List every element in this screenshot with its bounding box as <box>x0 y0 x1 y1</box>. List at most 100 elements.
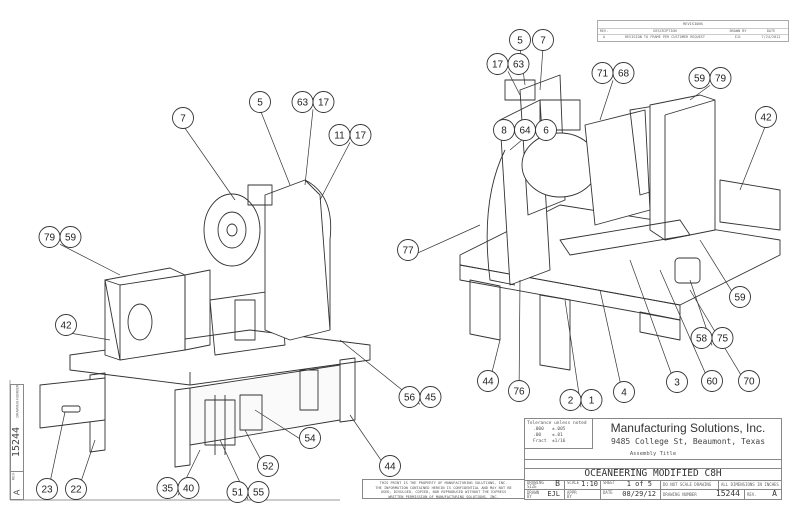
balloon-circle <box>379 455 401 477</box>
balloon-circle <box>612 62 635 84</box>
balloon-number: 58 <box>696 334 708 345</box>
balloon-circle <box>709 67 732 89</box>
drawing-size: B <box>555 479 560 488</box>
balloon-number: 59 <box>694 74 706 85</box>
revisions-header-rev: REV. <box>599 29 609 33</box>
revisions-title: REVISIONS <box>683 22 703 26</box>
balloon-circle <box>177 477 200 499</box>
balloon-number: 56 <box>404 393 416 404</box>
balloon-number: 51 <box>232 488 244 499</box>
balloon-circle <box>249 91 271 113</box>
balloon-callout: 54 <box>299 427 321 449</box>
balloon-number: 40 <box>183 484 195 495</box>
balloon-callout: 3 <box>666 371 688 393</box>
balloon-number: 77 <box>402 246 414 257</box>
leader-line <box>599 80 614 121</box>
revisions-table: REVISIONS REV. DESCRIPTION DRAWN BY DATE… <box>597 20 789 42</box>
balloon-callout: 51 55 <box>226 481 270 503</box>
balloon-callout: 60 <box>701 370 723 392</box>
balloon-number: 22 <box>70 485 82 496</box>
right-machine-view <box>459 74 781 371</box>
balloon-circle <box>299 427 321 449</box>
drawn-by: EJL <box>547 490 560 498</box>
tolerance-box: Tolerance unless noted .000 ±.005 .00 ±.… <box>525 419 593 449</box>
balloon-circle <box>247 481 270 503</box>
balloon-number: 11 <box>334 131 345 142</box>
balloon-circle <box>580 389 603 411</box>
balloon-circle <box>477 370 499 392</box>
balloon-circle <box>257 455 279 477</box>
balloon-callout: 22 <box>65 478 87 500</box>
balloon-number: 79 <box>715 74 727 85</box>
balloon-number: 63 <box>297 98 309 109</box>
balloon-circle <box>349 124 372 146</box>
balloon-callout: 59 <box>729 286 751 308</box>
balloon-number: 64 <box>519 126 531 137</box>
balloon-circle <box>507 53 530 75</box>
balloon-circle <box>55 314 77 336</box>
balloon-circle <box>729 286 751 308</box>
revisions-header-drawn-by: DRAWN BY <box>729 29 747 33</box>
balloon-circle <box>397 239 419 261</box>
left-machine-view <box>39 179 371 468</box>
balloon-number: 59 <box>734 293 746 304</box>
balloon-callout: 70 <box>738 370 760 392</box>
balloon-number: 75 <box>717 334 729 345</box>
balloon-callout: 42 <box>755 106 777 128</box>
balloon-callout: 52 <box>257 455 279 477</box>
balloon-circle <box>312 91 335 113</box>
balloon-number: 44 <box>482 377 494 388</box>
title-block: Tolerance unless noted .000 ±.005 .00 ±.… <box>524 418 782 500</box>
balloon-number: 17 <box>318 98 330 109</box>
balloon-callout: 77 <box>397 239 419 261</box>
leader-line <box>629 259 678 390</box>
side-revision: A <box>12 489 22 496</box>
balloon-callout: 44 <box>477 370 499 392</box>
balloon-number: 42 <box>760 113 772 124</box>
balloon-number: 44 <box>384 462 396 473</box>
assembly-title-label: Assembly Title <box>525 449 781 460</box>
drawing-date: 08/29/12 <box>622 490 656 498</box>
balloon-number: 2 <box>568 396 574 407</box>
balloon-circle <box>535 119 557 141</box>
balloon-callout: 63 17 <box>291 91 335 113</box>
balloon-callout: 8 64 6 <box>493 119 557 141</box>
balloon-number: 6 <box>543 126 549 137</box>
leader-line <box>689 85 711 101</box>
balloon-circle <box>509 29 531 51</box>
balloon-callout: 76 <box>508 380 530 402</box>
balloon-circle <box>172 107 194 129</box>
balloon-callout: 42 <box>55 314 77 336</box>
balloon-number: 45 <box>425 393 437 404</box>
revision: A <box>772 489 777 498</box>
leader-line <box>599 289 625 400</box>
balloon-circle <box>59 226 82 248</box>
balloon-callout: 4 <box>613 381 635 403</box>
leader-line <box>319 142 351 201</box>
balloon-number: 7 <box>180 114 186 125</box>
balloon-number: 17 <box>492 60 504 71</box>
company-address: 9485 College St, Beaumont, Texas <box>610 437 766 446</box>
drawing-title: OCEANEERING MODIFIED C8H <box>525 468 781 481</box>
side-drawing-number: 15244 <box>11 426 22 458</box>
balloon-number: 17 <box>355 131 367 142</box>
balloon-circle <box>666 371 688 393</box>
leader-line <box>304 109 314 186</box>
balloon-number: 79 <box>44 233 56 244</box>
balloon-number: 1 <box>589 396 595 407</box>
balloon-number: 5 <box>517 36 523 47</box>
leader-line <box>507 71 521 96</box>
balloon-number: 63 <box>513 60 525 71</box>
balloon-circle <box>65 478 87 500</box>
revisions-header-description: DESCRIPTION <box>653 29 677 33</box>
revisions-header-date: DATE <box>766 29 776 33</box>
balloon-number: 55 <box>253 488 265 499</box>
balloon-number: 8 <box>501 126 507 137</box>
balloon-callout: 7 <box>172 107 194 129</box>
